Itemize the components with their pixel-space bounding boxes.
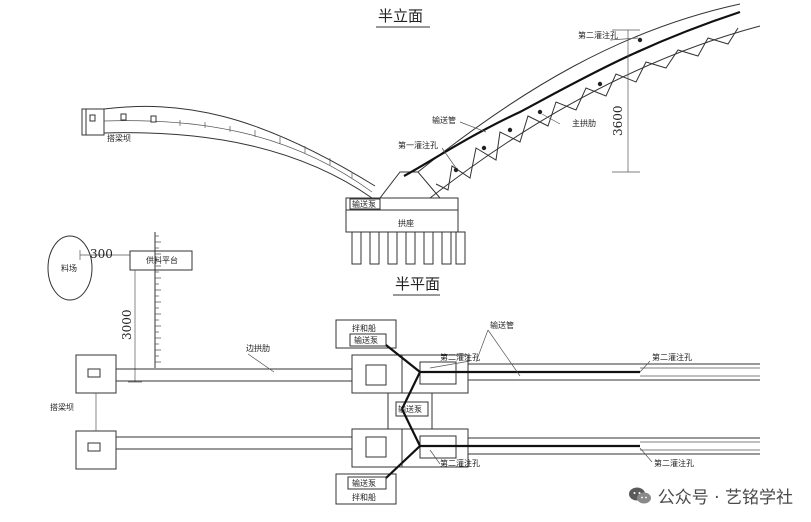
side-deck-curve <box>103 105 376 187</box>
label-pier: 拱座 <box>398 218 414 228</box>
label-pump-center: 输送泵 <box>398 404 422 414</box>
dim-300: 300 <box>79 247 132 261</box>
pump-box-mid-top <box>349 333 387 347</box>
pump-box-bottom <box>347 476 387 490</box>
central-pier: 输送泵 拱座 <box>345 171 466 265</box>
foundation-piles <box>351 231 466 265</box>
wechat-icon <box>628 487 651 503</box>
plan-main-ribs <box>468 363 760 455</box>
label-mixer-top: 拌和船 <box>352 323 376 333</box>
label-delivery-pipe-top: 输送管 <box>432 115 456 125</box>
label-mixer-bottom: 拌和船 <box>352 492 376 502</box>
arch-springing-block <box>378 171 442 199</box>
label-second-grout-hole-top: 第二灌注孔 <box>578 30 618 40</box>
label-mixing-station: 料场 <box>61 263 77 273</box>
dim-300-text: 300 <box>90 247 113 261</box>
label-second-grout-hole-plan-b: 第二灌注孔 <box>652 352 692 362</box>
label-pump-bottom: 输送泵 <box>352 478 376 488</box>
label-second-grout-hole-plan-a: 第二灌注孔 <box>440 352 480 362</box>
dim-3000-text: 3000 <box>120 309 134 340</box>
plan-side-ribs: 边拱肋 <box>116 343 352 450</box>
main-arch-truss <box>403 3 761 199</box>
dim-3000: 3000 <box>120 270 142 383</box>
left-abutment <box>81 108 105 136</box>
label-pump-mid-top: 输送泵 <box>354 335 378 345</box>
side-rib-curve <box>103 132 373 199</box>
label-hook-beam-top: 搭梁坝 <box>107 133 131 143</box>
plan-left-abutment: 搭梁坝 <box>50 354 117 470</box>
truss-lower-chord <box>429 25 761 199</box>
label-pump-top: 输送泵 <box>352 199 376 209</box>
label-supply-platform: 供料平台 <box>146 255 178 265</box>
truss-web <box>435 27 739 191</box>
delivery-pipe-elevation <box>403 10 741 177</box>
label-first-grout-hole: 第一灌注孔 <box>398 140 438 150</box>
label-hook-beam-plan: 搭梁坝 <box>50 402 74 412</box>
label-second-grout-hole-plan-d: 第二灌注孔 <box>654 458 694 468</box>
label-second-grout-hole-plan-c: 第二灌注孔 <box>440 458 480 468</box>
label-delivery-pipe-plan: 输送管 <box>490 320 514 330</box>
dim-3600-text: 3600 <box>611 105 625 136</box>
pump-box-top <box>349 198 381 210</box>
watermark-text: 公众号 · 艺铭学社 <box>657 488 793 508</box>
dim-3600: 3600 <box>611 29 640 173</box>
label-main-arch-rib: 主拱肋 <box>572 118 596 128</box>
plan-delivery-pipes <box>385 344 640 479</box>
left-side-span: 搭梁坝 <box>81 105 376 199</box>
pier-cap <box>345 209 459 233</box>
truss-upper-chord <box>417 3 741 173</box>
half-elevation-title: 半立面 <box>378 7 423 25</box>
half-plan-title: 半平面 <box>395 275 440 293</box>
ruler-scale <box>154 232 161 368</box>
supply-platform-box <box>129 250 193 271</box>
label-side-arch-rib: 边拱肋 <box>246 343 270 353</box>
grout-hole-markers <box>453 37 643 173</box>
watermark: 公众号 · 艺铭学社 <box>628 483 793 508</box>
mixing-station-ellipse <box>47 235 93 301</box>
